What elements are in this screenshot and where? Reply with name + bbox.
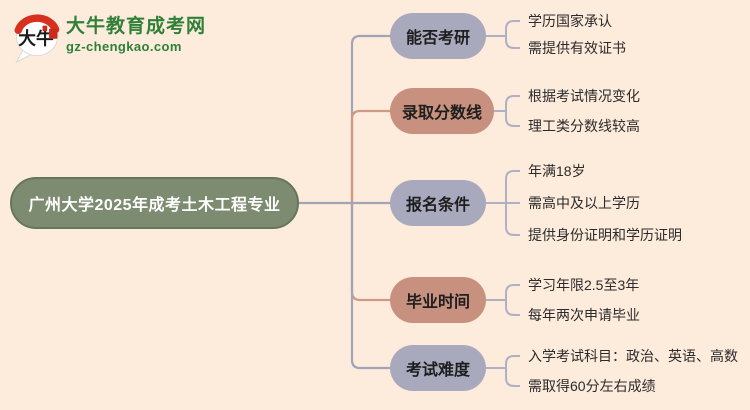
branch-line-5 — [350, 203, 391, 370]
small-seal-mark — [42, 25, 48, 32]
leaf-item[interactable]: 需取得60分左右成绩 — [528, 378, 656, 394]
bracket-branch-5 — [486, 355, 520, 387]
leaf-item[interactable]: 根据考试情况变化 — [528, 88, 640, 104]
leaf-item[interactable]: 每年两次申请毕业 — [528, 307, 640, 323]
leaf-item[interactable]: 需高中及以上学历 — [528, 195, 640, 211]
leaf-item[interactable]: 理工类分数线较高 — [528, 118, 640, 134]
leaf-item[interactable]: 入学考试科目：政治、英语、高数 — [528, 348, 738, 364]
branch-node-luqu[interactable]: 录取分数线 — [390, 88, 494, 134]
brand-logo[interactable]: 大牛 大牛教育成考网 gz-chengkao.com — [8, 6, 206, 64]
bracket-branch-1 — [486, 20, 520, 49]
dainiu-bubble-icon: 大牛 — [14, 14, 60, 64]
central-topic-node[interactable]: 广州大学2025年成考土木工程专业 — [10, 177, 299, 229]
bracket-branch-3 — [486, 170, 520, 236]
brand-title: 大牛教育成考网 — [66, 16, 207, 37]
leaf-item[interactable]: 需提供有效证书 — [528, 40, 626, 56]
branch-line-1 — [350, 34, 391, 203]
leaf-item[interactable]: 年满18岁 — [528, 163, 586, 179]
bracket-branch-4 — [486, 284, 520, 316]
brand-domain: gz-chengkao.com — [66, 39, 182, 54]
leaf-item[interactable]: 学习年限2.5至3年 — [528, 277, 640, 293]
branch-node-kaoshi[interactable]: 考试难度 — [390, 345, 486, 391]
branch-node-kaoyan[interactable]: 能否考研 — [390, 13, 486, 59]
seal-stamp-icon — [49, 28, 58, 39]
branch-line-4 — [350, 203, 391, 302]
branch-node-biye[interactable]: 毕业时间 — [390, 277, 486, 323]
leaf-item[interactable]: 提供身份证明和学历证明 — [528, 227, 682, 243]
leaf-item[interactable]: 学历国家承认 — [528, 13, 612, 29]
branch-node-baoming[interactable]: 报名条件 — [390, 180, 486, 226]
branch-line-2 — [350, 109, 391, 203]
bubble-calligraphy-text: 大牛 — [18, 27, 54, 48]
